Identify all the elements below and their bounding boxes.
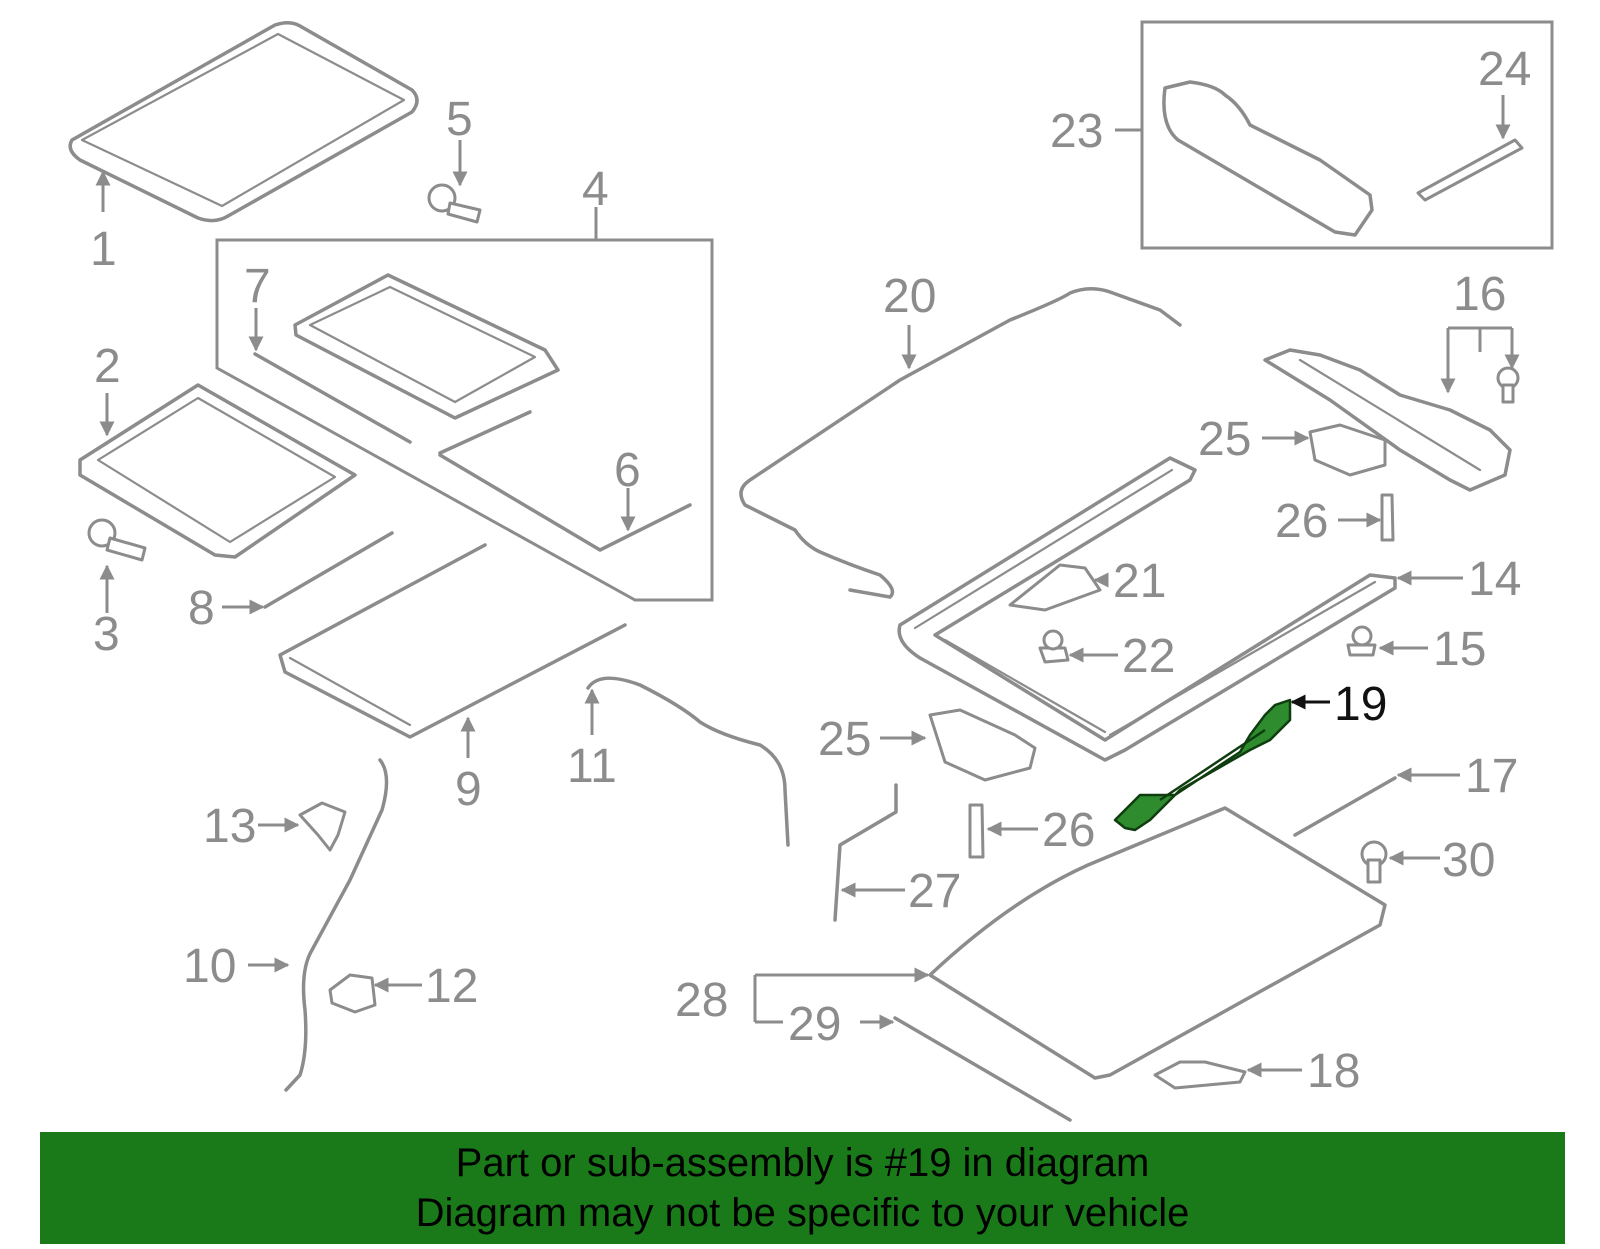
callout-15: 15 [1433,623,1486,676]
callout-24: 24 [1478,43,1531,96]
callout-leaders [95,95,1520,1078]
callout-numbers: 1 2 3 4 5 6 7 8 9 10 11 12 13 14 15 16 1… [90,43,1531,1098]
part-23-sunshade[interactable] [1162,80,1374,237]
callout-19: 19 [1334,678,1387,731]
callout-21: 21 [1113,555,1166,608]
banner-line-1: Part or sub-assembly is #19 in diagram [455,1141,1150,1185]
callout-25-lower: 25 [818,713,871,766]
part-16-clip[interactable] [1496,366,1520,404]
callout-10: 10 [183,940,236,993]
callout-26-lower: 26 [1042,804,1095,857]
callout-18: 18 [1307,1045,1360,1098]
callout-7: 7 [244,260,271,313]
part-25-motor-upper[interactable] [1308,423,1387,477]
callout-16: 16 [1453,268,1506,321]
part-4-box [215,238,714,602]
part-3-bolt[interactable] [87,518,147,562]
part-27-hose[interactable] [833,783,898,922]
part-11-hose[interactable] [586,676,790,847]
part-18-bracket[interactable] [1153,1060,1247,1090]
part-8-strip[interactable] [263,531,394,609]
callout-14: 14 [1468,553,1521,606]
info-banner: Part or sub-assembly is #19 in diagram D… [40,1132,1565,1244]
callout-26-upper: 26 [1275,495,1328,548]
callout-25-upper: 25 [1198,413,1251,466]
part-15-clip[interactable] [1346,625,1377,657]
callout-5: 5 [446,93,473,146]
callout-28: 28 [675,974,728,1027]
callout-9: 9 [455,763,482,816]
callout-27: 27 [908,865,961,918]
callout-23: 23 [1050,105,1103,158]
part-28-sunshade[interactable] [928,806,1387,1080]
part-13-clip[interactable] [298,801,347,852]
callout-29: 29 [788,998,841,1051]
callout-17: 17 [1465,750,1518,803]
part-23-box [1140,20,1554,250]
part-21-bracket[interactable] [1008,563,1102,612]
callout-13: 13 [203,800,256,853]
callout-12: 12 [425,960,478,1013]
part-26-bolt-upper[interactable] [1380,493,1395,542]
part-30-bolt[interactable] [1360,840,1388,884]
part-2-frame[interactable] [78,383,357,559]
part-19-guide-rail[interactable] [1113,698,1292,832]
part-22-clip[interactable] [1038,629,1070,664]
callout-30: 30 [1442,834,1495,887]
part-20-harness[interactable] [739,287,1182,599]
callout-3: 3 [93,608,120,661]
part-25-motor-lower[interactable] [928,708,1037,782]
banner-line-2: Diagram may not be specific to your vehi… [415,1191,1190,1235]
callout-4: 4 [582,163,609,216]
callout-2: 2 [94,340,121,393]
callout-20: 20 [883,270,936,323]
part-24-strip[interactable] [1416,138,1524,202]
callout-1: 1 [90,223,117,276]
part-10-drain-hose[interactable] [284,758,389,1092]
callout-22: 22 [1122,630,1175,683]
part-29-strip[interactable] [893,1016,1072,1122]
part-5-bolt[interactable] [427,183,482,224]
callout-6: 6 [614,444,641,497]
part-16-deflector[interactable] [1263,348,1512,492]
part-1-glass-panel[interactable] [68,21,419,223]
part-6-seal[interactable] [438,410,692,552]
part-12-clip[interactable] [328,973,377,1014]
part-17-strip[interactable] [1293,776,1397,837]
part-9-frame[interactable] [278,543,627,739]
part-7-inner-frame[interactable] [253,273,560,444]
part-14-main-frame[interactable] [897,456,1397,762]
banner-background [40,1132,1565,1244]
callout-11: 11 [567,740,617,793]
part-26-bolt-lower[interactable] [968,803,985,859]
callout-8: 8 [188,582,215,635]
